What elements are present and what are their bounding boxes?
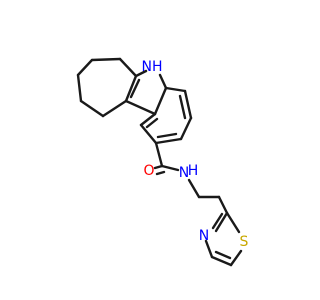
atom-label-n-thiazole: N <box>199 228 209 244</box>
bond <box>204 239 214 259</box>
bond <box>210 255 233 267</box>
molecule-structure-diagram: NH O N H N S <box>76 57 249 267</box>
bond <box>164 86 187 93</box>
bond <box>211 212 224 230</box>
bond <box>139 112 157 127</box>
bond <box>154 141 164 168</box>
bond <box>214 211 229 233</box>
bond <box>158 73 168 90</box>
bond <box>101 99 128 118</box>
bond <box>124 99 157 116</box>
bond <box>160 164 180 172</box>
bond <box>124 74 138 103</box>
bond <box>153 164 164 170</box>
bond <box>79 99 105 118</box>
bond <box>154 137 183 145</box>
bond <box>155 170 166 176</box>
bond <box>156 132 178 139</box>
bond <box>129 78 141 99</box>
atom-label-nh: NH <box>142 59 163 75</box>
bond <box>178 94 187 120</box>
bond <box>145 117 159 129</box>
bond <box>90 57 122 62</box>
bond <box>139 123 158 145</box>
bond <box>229 249 243 267</box>
atom-label-n-amide: N <box>179 165 189 181</box>
bond <box>76 58 94 77</box>
bond <box>187 178 201 199</box>
molecule-structure-canvas: NH O N H N S <box>76 57 249 267</box>
bond <box>153 86 168 116</box>
bond <box>214 250 232 260</box>
bond <box>76 73 83 103</box>
atom-label-h-amide: H <box>188 163 199 179</box>
bond <box>217 195 229 215</box>
bond <box>118 57 138 78</box>
bond <box>183 89 193 120</box>
atom-label-o: O <box>143 163 154 179</box>
atom-label-s: S <box>240 234 249 250</box>
bond <box>134 69 148 78</box>
bond <box>179 116 193 141</box>
bond <box>225 211 241 234</box>
